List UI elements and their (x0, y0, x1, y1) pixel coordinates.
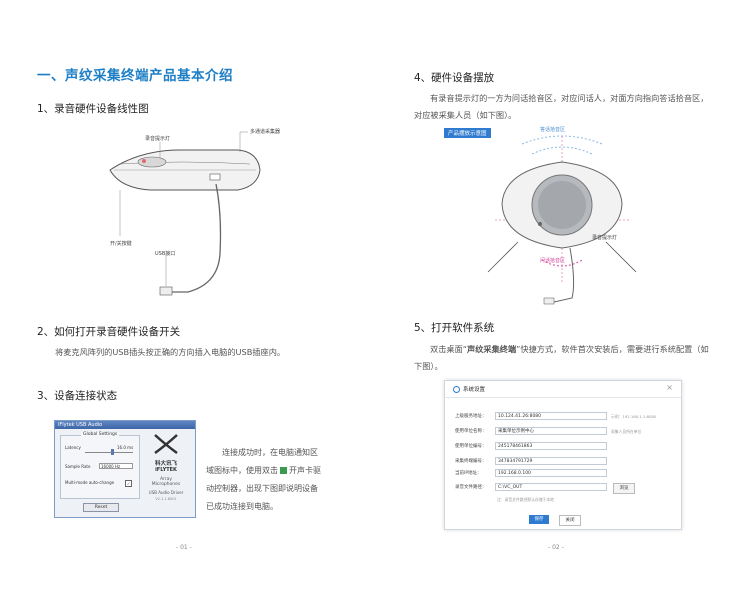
recorder-diagram (109, 131, 261, 296)
section-5-text: 双击桌面“声纹采集终端”快捷方式，软件首次安装后，需要进行系统配置（如下图）。 (414, 344, 709, 371)
section-4-heading: 4、硬件设备摆放 (414, 72, 495, 84)
usb-audio-dialog: iFlytek USB Audio Global Settings Latenc… (54, 420, 196, 518)
dialog-header: 系统设置 × (445, 381, 681, 398)
label-usb-port: USB接口 (155, 251, 176, 257)
product-line3: USB Audio Driver (148, 490, 184, 495)
global-settings-group: Global Settings Latency 16.0 ms Sample R… (60, 432, 140, 499)
ip-address-field[interactable]: 192.168.0.100 (495, 469, 607, 477)
unit-name-field[interactable]: 采集单位示例中心 (495, 427, 607, 435)
label-record-light-right: 录音提示灯 (592, 235, 618, 241)
settings-icon (453, 386, 460, 393)
system-settings-dialog: 系统设置 × 上级服务地址： 10.124.41.26:8080 示例：192.… (444, 380, 682, 530)
page-number-left: - 01 - (176, 544, 192, 551)
section-3-heading: 3、设备连接状态 (37, 390, 118, 402)
label-answer-zone: 答话拾音区 (540, 127, 566, 133)
section-3-text: 连接成功时，在电脑通知区 域图标中，使用双击开声卡驱 动控制器，出现下图即说明设… (206, 448, 321, 511)
latency-value: 16.0 ms (117, 445, 134, 450)
path-note: 注：录音文件路径默认存储于本地 (497, 497, 554, 502)
server-address-field[interactable]: 10.124.41.26:8080 (495, 412, 607, 420)
product-line2: Microphones (151, 482, 181, 487)
section-1-heading: 1、录音硬件设备线性图 (37, 103, 149, 115)
brand-cn: 科大讯飞 (154, 461, 177, 467)
latency-slider-thumb[interactable] (111, 449, 114, 455)
field-label-server: 上级服务地址： (455, 414, 487, 419)
reset-button[interactable]: Reset (83, 503, 119, 512)
field-label-terminal-id: 采集终端编号： (455, 459, 487, 464)
brand-en: iFLYTEK (155, 467, 177, 473)
label-question-zone: 问话拾音区 (540, 258, 566, 264)
section-5-heading: 5、打开软件系统 (414, 322, 495, 334)
close-button[interactable]: 关闭 (559, 515, 581, 526)
browse-button[interactable]: 浏览 (613, 483, 635, 494)
label-record-light: 录音提示灯 (145, 136, 171, 142)
page-title: 一、声纹采集终端产品基本介绍 (37, 68, 233, 84)
iflytek-logo-panel: 科大讯飞 iFLYTEK Array Microphones USB Audio… (143, 433, 189, 513)
close-icon[interactable]: × (666, 383, 673, 392)
driver-version: V2.1.1.8001 (155, 497, 177, 501)
section-2-heading: 2、如何打开录音硬件设备开关 (37, 326, 181, 338)
multimode-checkbox[interactable]: ✓ (125, 480, 132, 487)
unit-id-field[interactable]: 245178461863 (495, 442, 607, 450)
field-label-ip: 当前IP地址： (455, 471, 482, 476)
sample-rate-label: Sample Rate (65, 464, 91, 469)
product-line1: Array (159, 477, 173, 482)
record-path-field[interactable]: C:\VC_OUT (495, 483, 607, 491)
iflytek-logo-icon (154, 434, 178, 455)
dialog-title: 系统设置 (463, 387, 486, 393)
placement-tag: 产品摆放示意图 (444, 128, 491, 138)
section-4-text: 有录音提示灯的一方为问话拾音区，对应问话人，对面方向指向答话拾音区，对应被采集人… (414, 93, 709, 120)
sound-card-tray-icon (280, 467, 287, 474)
field-label-path: 录音文件路径： (455, 485, 487, 490)
dialog-title: iFlytek USB Audio (55, 421, 195, 429)
latency-slider[interactable] (85, 452, 133, 453)
server-address-hint: 示例：192.168.1.1:8080 (611, 414, 657, 419)
sample-rate-select[interactable]: 16000 Hz (99, 463, 133, 469)
terminal-id-field[interactable]: 347834791729 (495, 457, 607, 465)
multimode-label: Multi-mode auto-change (65, 480, 115, 485)
unit-name-hint: 采集人员所在单位 (611, 429, 642, 434)
field-label-unit-id: 使用单位编号： (455, 444, 487, 449)
group-label: Global Settings (81, 432, 120, 437)
label-mic-channels: 多通道采集器 (250, 129, 281, 135)
save-button[interactable]: 保存 (529, 515, 549, 524)
section-2-text: 将麦克风阵列的USB插头按正确的方向插入电脑的USB插座内。 (55, 347, 286, 357)
page-number-right: - 02 - (548, 544, 564, 551)
placement-diagram (487, 135, 637, 305)
label-power-button: 开/关按键 (110, 241, 132, 247)
field-label-unit-name: 使用单位名称： (455, 429, 487, 434)
latency-label: Latency (65, 445, 81, 450)
